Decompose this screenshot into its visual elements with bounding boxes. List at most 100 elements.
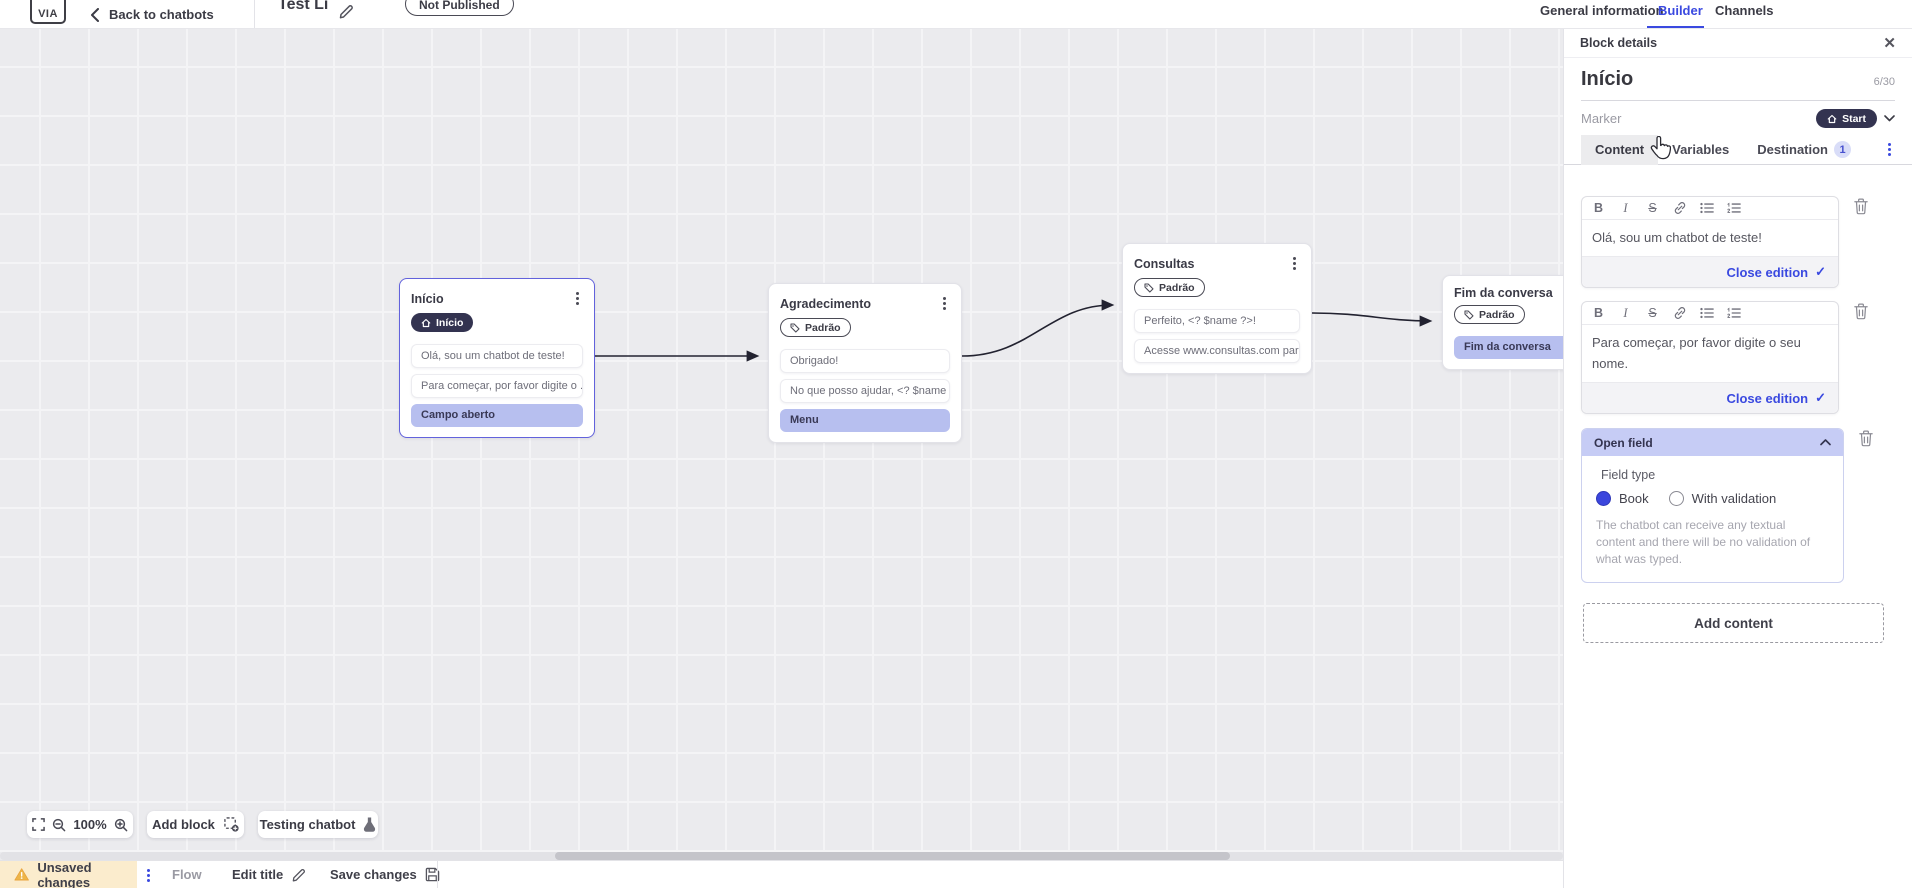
block-item-open-field[interactable]: Campo aberto [411, 403, 583, 427]
bulleted-list-icon[interactable] [1693, 307, 1720, 319]
testing-chatbot-label: Testing chatbot [259, 817, 356, 832]
flow-block-inicio[interactable]: Início Início Olá, sou um chatbot de tes… [399, 278, 595, 438]
close-edition-button[interactable]: Close edition [1726, 264, 1809, 280]
chevron-down-icon[interactable] [1884, 115, 1895, 122]
chatbot-title[interactable]: Test Li [278, 0, 329, 13]
zoom-level: 100% [73, 817, 107, 832]
char-counter: 6/30 [1873, 76, 1895, 88]
status-badge: Not Published [405, 0, 514, 16]
delete-content-icon[interactable] [1853, 198, 1869, 215]
bold-icon[interactable]: B [1593, 201, 1604, 215]
numbered-list-icon[interactable] [1720, 307, 1747, 319]
radio-with-validation[interactable]: With validation [1668, 491, 1776, 506]
pencil-icon [292, 868, 306, 881]
save-changes-button[interactable]: Save changes [330, 861, 440, 888]
block-title: Agradecimento [780, 296, 871, 311]
block-item[interactable]: Acesse www.consultas.com par... [1134, 338, 1300, 363]
back-chevron-icon[interactable] [90, 7, 99, 22]
app-logo[interactable]: VIA [30, 0, 66, 24]
strikethrough-icon[interactable]: S [1648, 306, 1657, 320]
zoom-out-icon[interactable] [52, 818, 66, 832]
field-type-helper-text: The chatbot can receive any textual cont… [1596, 518, 1811, 566]
link-icon[interactable] [1666, 306, 1693, 320]
close-icon[interactable]: ✕ [1883, 34, 1896, 52]
default-badge: Padrão [780, 318, 851, 337]
flow-block-consultas[interactable]: Consultas Padrão Perfeito, <? $name ?>! … [1122, 243, 1312, 374]
add-block-button[interactable]: Add block [147, 811, 244, 838]
block-item-menu[interactable]: Menu [780, 408, 950, 432]
connection-arrows [595, 299, 1433, 362]
panel-title: Block details [1580, 36, 1658, 50]
horizontal-scrollbar-thumb[interactable] [555, 852, 1230, 860]
block-title: Consultas [1134, 256, 1195, 271]
tab-variables[interactable]: Variables [1672, 142, 1730, 157]
testing-chatbot-button[interactable]: Testing chatbot [258, 811, 378, 838]
default-badge: Padrão [1134, 278, 1205, 297]
radio-selected-icon[interactable] [1596, 491, 1611, 506]
text-content-editor[interactable]: B I S Para começar, por favor digite o s… [1581, 301, 1839, 414]
block-item-end[interactable]: Fim da conversa [1454, 335, 1563, 359]
tab-builder[interactable]: Builder [1658, 3, 1703, 18]
tab-destination[interactable]: Destination 1 [1743, 135, 1865, 165]
flow-canvas[interactable]: Início Início Olá, sou um chatbot de tes… [0, 29, 1563, 860]
block-item[interactable]: Para começar, por favor digite o ... [411, 373, 583, 398]
tag-icon [790, 322, 800, 333]
strikethrough-icon[interactable]: S [1648, 201, 1657, 215]
topbar-divider [254, 0, 255, 28]
tab-general-information[interactable]: General information [1540, 3, 1664, 18]
block-item[interactable]: Obrigado! [780, 348, 950, 373]
flow-block-fim-da-conversa[interactable]: Fim da conversa Padrão Fim da conversa [1442, 275, 1563, 370]
save-icon [425, 867, 439, 882]
flow-view-button[interactable]: Flow [172, 867, 202, 882]
tab-content[interactable]: Content [1581, 134, 1659, 165]
tag-icon [1144, 282, 1154, 293]
italic-icon[interactable]: I [1623, 200, 1628, 215]
block-menu-icon[interactable] [572, 289, 583, 308]
editor-text[interactable]: Olá, sou um chatbot de teste! [1592, 230, 1762, 245]
block-menu-icon[interactable] [939, 294, 950, 313]
marker-label: Marker [1581, 111, 1622, 126]
block-item[interactable]: Perfeito, <? $name ?>! [1134, 308, 1300, 333]
block-item[interactable]: Olá, sou um chatbot de teste! [411, 343, 583, 368]
block-title: Fim da conversa [1454, 286, 1553, 300]
block-item[interactable]: No que posso ajudar, <? $name ... [780, 378, 950, 403]
destination-count-badge: 1 [1834, 141, 1852, 158]
delete-content-icon[interactable] [1853, 303, 1869, 320]
home-icon [421, 318, 431, 327]
bold-icon[interactable]: B [1593, 306, 1604, 320]
chevron-up-icon[interactable] [1820, 439, 1831, 446]
zoom-in-icon[interactable] [114, 818, 128, 832]
editor-text[interactable]: Para começar, por favor digite o seu nom… [1592, 335, 1801, 371]
check-icon: ✓ [1815, 264, 1826, 279]
field-type-label: Field type [1601, 468, 1656, 482]
back-to-chatbots-link[interactable]: Back to chatbots [109, 7, 214, 22]
bottombar-menu-icon[interactable] [143, 866, 154, 885]
add-content-button[interactable]: Add content [1583, 603, 1884, 643]
flask-icon [363, 817, 376, 832]
edit-title-pencil-icon[interactable] [338, 3, 355, 20]
bulleted-list-icon[interactable] [1693, 202, 1720, 214]
tab-channels[interactable]: Channels [1715, 3, 1774, 18]
edit-title-button[interactable]: Edit title [232, 861, 307, 888]
block-menu-icon[interactable] [1289, 254, 1300, 273]
marker-start-pill[interactable]: Start [1816, 109, 1877, 128]
open-field-header[interactable]: Open field [1582, 429, 1843, 456]
numbered-list-icon[interactable] [1720, 202, 1747, 214]
close-edition-button[interactable]: Close edition [1726, 390, 1809, 406]
active-tab-underline [1647, 26, 1704, 28]
radio-book[interactable]: Book [1596, 491, 1649, 506]
app-logo-text: VIA [38, 8, 58, 20]
text-content-editor[interactable]: B I S Olá, sou um chatbot de teste! Clo [1581, 196, 1839, 288]
delete-open-field-icon[interactable] [1858, 430, 1874, 447]
unsaved-changes-status: Unsaved changes [0, 860, 137, 888]
bottom-bar: Unsaved changes Flow Edit title Save cha… [0, 860, 1563, 888]
radio-unselected-icon[interactable] [1668, 491, 1684, 506]
bottombar-divider [437, 861, 438, 888]
italic-icon[interactable]: I [1623, 305, 1628, 320]
block-name-input[interactable]: Início [1581, 68, 1634, 90]
link-icon[interactable] [1666, 201, 1693, 215]
flow-block-agradecimento[interactable]: Agradecimento Padrão Obrigado! No que po… [768, 283, 962, 443]
tabs-menu-icon[interactable] [1884, 140, 1895, 159]
start-badge: Início [411, 313, 474, 332]
fullscreen-icon[interactable] [32, 818, 46, 831]
